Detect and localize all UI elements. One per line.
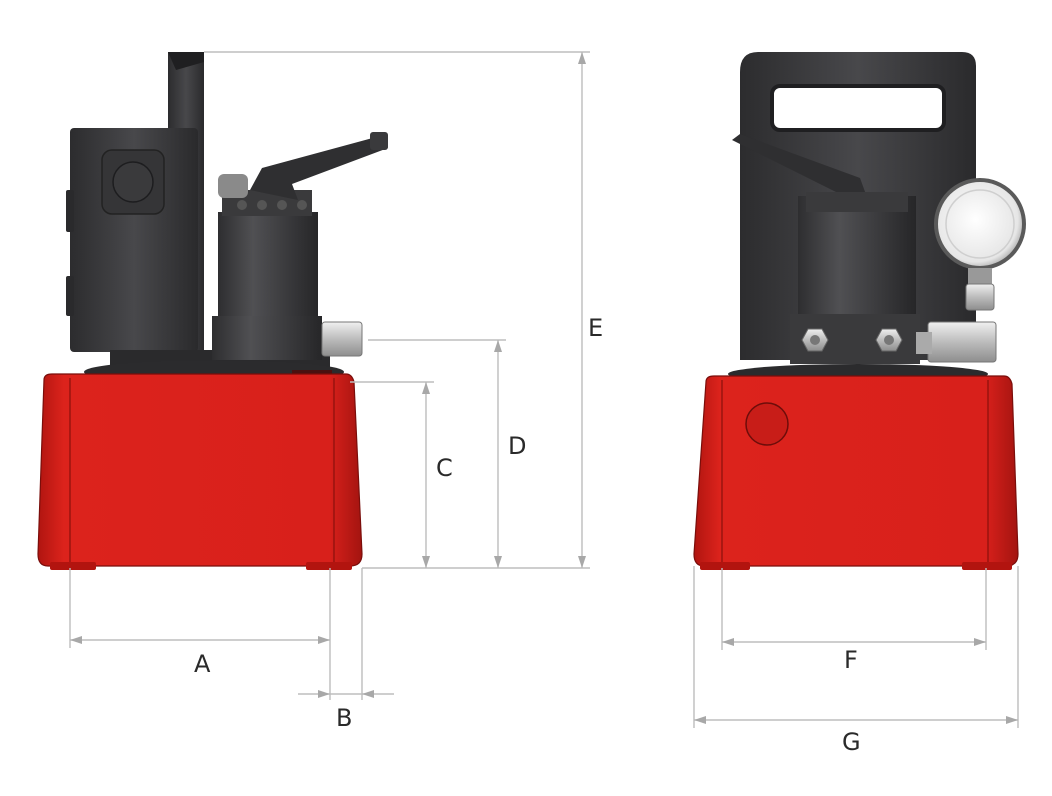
dimension-label-a: A (194, 650, 211, 678)
front-hex-nut-left (801, 328, 829, 352)
front-hex-nut-right (875, 328, 903, 352)
side-valve-lever (250, 136, 388, 200)
side-reservoir (37, 373, 363, 567)
side-switch-icon (112, 161, 154, 203)
front-handle-cutout (770, 84, 946, 132)
front-reservoir (693, 375, 1019, 567)
front-outlet-block (927, 321, 997, 363)
front-view (693, 52, 1026, 570)
front-pressure-gauge (934, 178, 1026, 270)
dimension-label-g: G (842, 728, 861, 756)
dimension-lines (69, 51, 1019, 728)
dimension-label-f: F (844, 646, 858, 674)
dimension-label-b: B (336, 704, 352, 732)
side-pump-cylinder (218, 212, 318, 320)
dimension-label-d: D (508, 432, 526, 460)
front-fill-port-icon (745, 402, 789, 446)
side-outlet-fitting (321, 321, 363, 357)
dimension-label-e: E (588, 314, 603, 342)
front-pump-block (798, 196, 916, 318)
dimension-label-c: C (436, 454, 453, 482)
front-valve-lever (732, 134, 868, 206)
side-view (37, 52, 388, 570)
